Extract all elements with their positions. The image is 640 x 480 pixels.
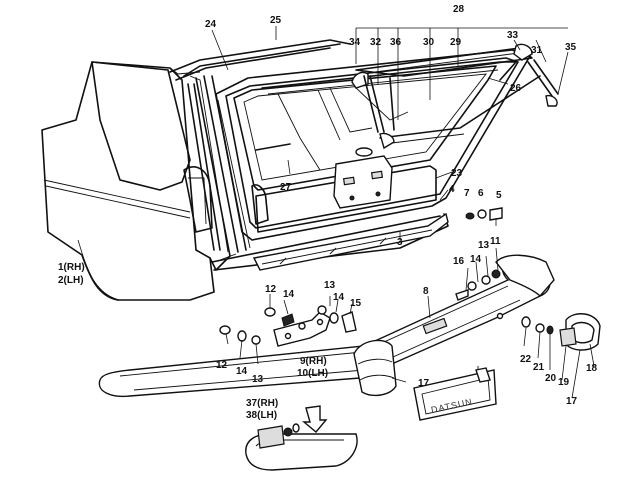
tailgate-sill-3	[252, 212, 449, 271]
fasteners-upper-right	[465, 207, 503, 226]
fasteners-left	[219, 305, 357, 345]
license-plate-bracket: DATSUN	[413, 366, 497, 421]
callout-24: 24	[205, 19, 217, 30]
callout-9: 9(RH)	[300, 356, 327, 367]
callout-20: 20	[545, 373, 557, 384]
overrider-right	[521, 313, 601, 351]
callout-12b: 12	[216, 360, 228, 371]
callout-27: 27	[280, 182, 292, 193]
callout-29: 29	[450, 37, 462, 48]
callout-1: 1(RH)	[58, 262, 85, 273]
callout-14d: 14	[470, 254, 482, 265]
finisher-27	[255, 143, 291, 151]
callout-21: 21	[533, 362, 545, 373]
callout-10: 10(LH)	[297, 368, 328, 379]
callout-14a: 14	[283, 289, 295, 300]
leader-lines	[77, 26, 595, 399]
callout-7: 7	[464, 188, 470, 199]
callout-16: 16	[453, 256, 465, 267]
callout-5: 5	[496, 190, 502, 201]
tailgate-panel	[215, 49, 531, 241]
callout-25: 25	[270, 15, 282, 26]
callout-18: 18	[586, 363, 598, 374]
callout-32: 32	[370, 37, 382, 48]
molding-26	[261, 61, 517, 95]
callout-4: 4	[449, 184, 455, 195]
callout-34: 34	[349, 37, 361, 48]
callout-30: 30	[423, 37, 435, 48]
callout-28: 28	[453, 4, 465, 15]
rear-bumper-8	[98, 254, 555, 398]
callout-26: 26	[510, 83, 522, 94]
callout-33: 33	[507, 30, 519, 41]
callout-17b: 17	[566, 396, 578, 407]
weatherstrip-24	[183, 43, 341, 253]
callout-13c: 13	[478, 240, 490, 251]
callout-11: 11	[490, 236, 501, 247]
callout-8: 8	[423, 286, 429, 297]
callout-19: 19	[558, 377, 570, 388]
callout-14c: 14	[236, 366, 248, 377]
molding-set-28	[351, 43, 559, 150]
callout-36: 36	[390, 37, 402, 48]
callout-37: 37(RH)	[246, 398, 278, 409]
bumper-corner-37-38	[245, 405, 358, 471]
callout-2: 2(LH)	[58, 275, 84, 286]
callout-6: 6	[478, 188, 484, 199]
callout-22: 22	[520, 354, 532, 365]
callout-23: 23	[451, 168, 463, 179]
callout-labels: 24 25 28 34 32 36 30 29 33 31 35 26 23 2…	[58, 4, 598, 421]
hinge-9-10	[273, 311, 331, 347]
body-rear-quarter	[41, 61, 215, 301]
callout-38: 38(LH)	[246, 410, 277, 421]
callout-15: 15	[350, 298, 362, 309]
callout-31: 31	[531, 45, 543, 56]
callout-17a: 17	[418, 378, 430, 389]
callout-14b: 14	[333, 292, 345, 303]
callout-3: 3	[397, 237, 403, 248]
callout-12a: 12	[265, 284, 277, 295]
callout-35: 35	[565, 42, 577, 53]
callout-13a: 13	[324, 280, 336, 291]
callout-13b: 13	[252, 374, 264, 385]
